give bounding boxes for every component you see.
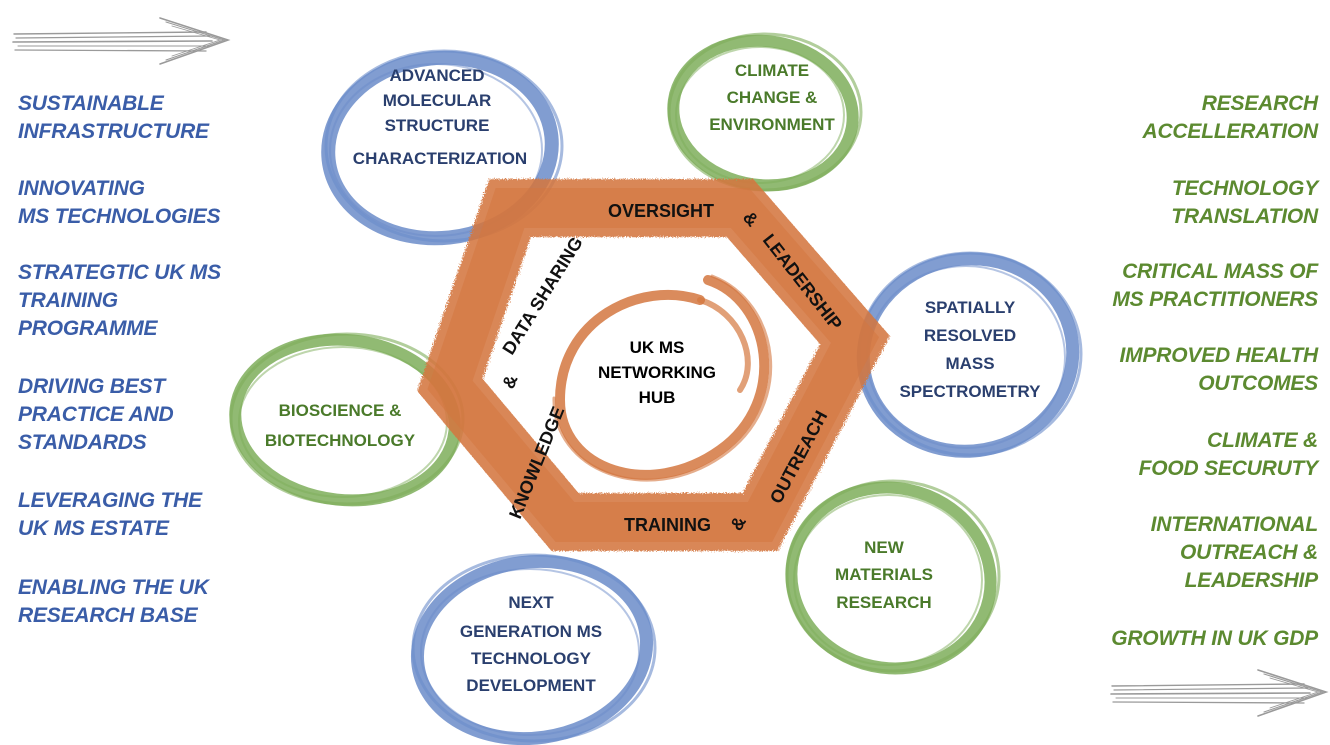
enabler-item: DRIVING BEST PRACTICE AND STANDARDS: [18, 375, 174, 454]
hub-swirl: [552, 274, 773, 482]
ring-next-generation: [410, 553, 657, 745]
outcome-item: CLIMATE & FOOD SECURUTY: [1138, 429, 1319, 480]
node-label-line: BIOTECHNOLOGY: [265, 431, 416, 450]
outcome-item: CRITICAL MASS OF MS PRACTITIONERS: [1112, 260, 1318, 311]
node-label-line: MASS: [945, 354, 994, 373]
outcome-item: RESEARCH ACCELLERATION: [1142, 92, 1318, 143]
node-label-line: GENERATION MS: [460, 622, 602, 641]
node-bioscience: BIOSCIENCE & BIOTECHNOLOGY: [265, 401, 416, 450]
hub-label-line: UK MS: [630, 338, 685, 357]
node-label-line: CHARACTERIZATION: [353, 149, 527, 168]
node-label-line: RESOLVED: [924, 326, 1016, 345]
node-label-line: MATERIALS: [835, 565, 933, 584]
enabler-item: INNOVATING MS TECHNOLOGIES: [18, 177, 221, 228]
node-label-line: BIOSCIENCE &: [279, 401, 402, 420]
top-left-arrow-icon: [12, 17, 231, 65]
node-label-line: NEXT: [508, 593, 554, 612]
node-label-line: STRUCTURE: [385, 116, 490, 135]
node-label-line: ENVIRONMENT: [709, 115, 835, 134]
edge-label-oversight: OVERSIGHT: [608, 201, 714, 221]
node-label-line: ADVANCED: [389, 66, 484, 85]
node-advanced-molecular: ADVANCED MOLECULAR STRUCTURE CHARACTERIZ…: [353, 66, 527, 168]
node-label-line: SPATIALLY: [925, 298, 1016, 317]
ring-bioscience: [229, 332, 465, 507]
node-label-line: SPECTROMETRY: [899, 382, 1041, 401]
node-label-line: MOLECULAR: [383, 91, 492, 110]
outcome-item: TECHNOLOGY TRANSLATION: [1171, 177, 1318, 228]
enabler-item: LEVERAGING THE UK MS ESTATE: [18, 489, 202, 540]
outcome-item: GROWTH IN UK GDP: [1111, 627, 1318, 650]
enabler-item: STRATEGTIC UK MS TRAINING PROGRAMME: [18, 261, 221, 340]
ring-advanced-molecular: [321, 49, 564, 246]
edge-label-training: TRAINING: [624, 515, 711, 535]
enabler-item: ENABLING THE UK RESEARCH BASE: [18, 576, 209, 627]
hub-hexagon: [417, 179, 890, 551]
node-new-materials: NEW MATERIALS RESEARCH: [835, 538, 933, 612]
bottom-right-arrow-icon: [1110, 669, 1329, 717]
outcome-item: INTERNATIONAL OUTREACH & LEADERSHIP: [1150, 513, 1319, 592]
outcome-item: IMPROVED HEALTH OUTCOMES: [1119, 344, 1319, 395]
node-label-line: NEW: [864, 538, 905, 557]
node-label-line: RESEARCH: [836, 593, 931, 612]
node-label-line: CLIMATE: [735, 61, 809, 80]
ring-new-materials: [785, 479, 1001, 675]
node-label-line: CHANGE &: [727, 88, 818, 107]
enabler-item: SUSTAINABLE INFRASTRUCTURE: [18, 92, 209, 143]
edge-label-amp: &: [498, 372, 521, 392]
node-climate-change: CLIMATE CHANGE & ENVIRONMENT: [709, 61, 835, 134]
node-next-generation: NEXT GENERATION MS TECHNOLOGY DEVELOPMEN…: [460, 593, 602, 695]
node-spatially-resolved: SPATIALLY RESOLVED MASS SPECTROMETRY: [899, 298, 1041, 401]
hub-label-line: NETWORKING: [598, 363, 716, 382]
node-label-line: DEVELOPMENT: [466, 676, 596, 695]
hub-label-line: HUB: [639, 388, 676, 407]
node-label-line: TECHNOLOGY: [471, 649, 592, 668]
ring-climate-change: [667, 32, 863, 192]
